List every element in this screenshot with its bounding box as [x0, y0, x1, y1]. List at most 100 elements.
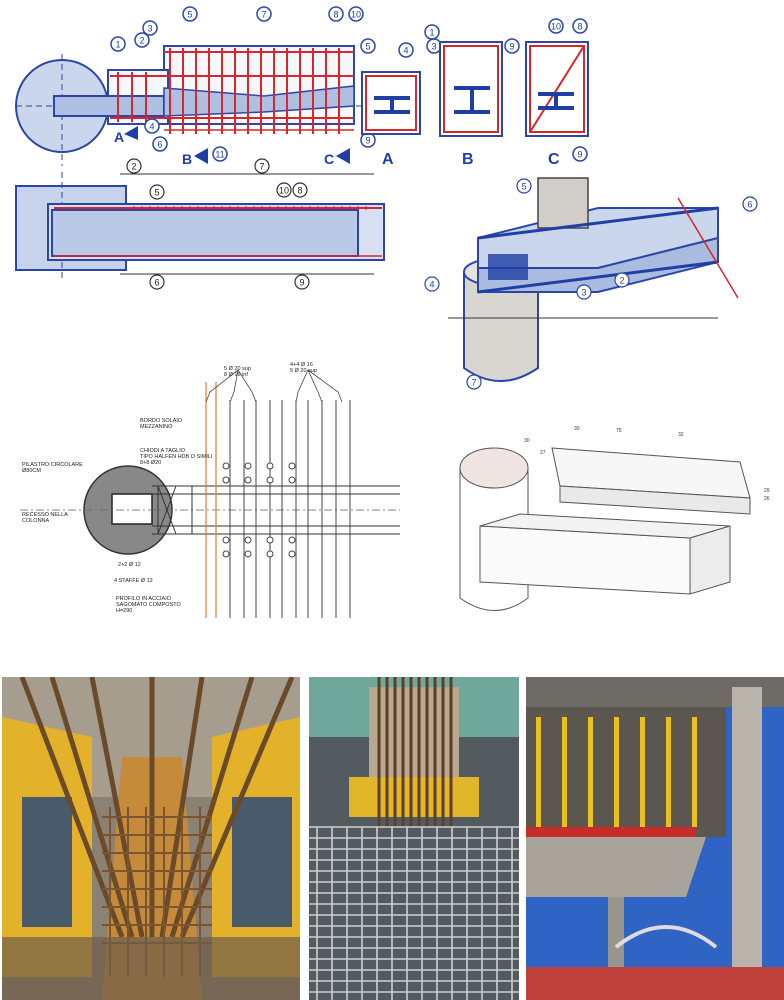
sketch-callout: 5 — [516, 178, 532, 194]
sketch-callout: 6 — [152, 136, 168, 152]
photo-rebar-cage — [2, 677, 300, 1000]
shear-stud — [244, 550, 252, 558]
rebar-dot — [308, 206, 312, 210]
svg-text:6: 6 — [154, 278, 159, 288]
sketch-callout: 6 — [149, 274, 165, 290]
section-label-c: C — [548, 151, 560, 168]
sketch-callout: 4 — [144, 118, 160, 134]
shear-stud — [266, 550, 274, 558]
rebar-dot — [140, 206, 144, 210]
dimension-label: 75 — [616, 428, 622, 434]
rebar-dot — [172, 206, 176, 210]
sketch-callout: 3 — [142, 20, 158, 36]
svg-text:8: 8 — [577, 22, 582, 32]
rebar-dot — [132, 206, 136, 210]
rebar-dot — [348, 206, 352, 210]
svg-text:4: 4 — [149, 122, 154, 132]
svg-text:8: 8 — [297, 186, 302, 196]
svg-text:7: 7 — [261, 10, 266, 20]
sketch-callout: 5 — [360, 38, 376, 54]
rebar-dot — [212, 206, 216, 210]
svg-text:6: 6 — [157, 140, 162, 150]
rebar-dot — [276, 206, 280, 210]
sketch-callout: 11 — [212, 146, 228, 162]
rebar-dot — [364, 206, 368, 210]
sketch-callout: 9 — [294, 274, 310, 290]
shear-stud — [244, 536, 252, 544]
rebar-dot — [284, 206, 288, 210]
sketch-callout: 5 — [182, 6, 198, 22]
sketch-callout: 8 — [572, 18, 588, 34]
svg-text:5: 5 — [521, 182, 526, 192]
rebar-dot — [148, 206, 152, 210]
svg-text:3: 3 — [581, 288, 586, 298]
sketch-callout: 7 — [254, 158, 270, 174]
dimension-label: 29 — [764, 488, 770, 494]
shear-stud — [288, 550, 296, 558]
sketch-callout: 10 — [548, 18, 564, 34]
svg-text:4: 4 — [429, 280, 434, 290]
svg-text:10: 10 — [551, 22, 561, 32]
rebar-dot — [300, 206, 304, 210]
rebar-dot — [252, 206, 256, 210]
shear-stud — [266, 476, 274, 484]
shear-stud — [288, 536, 296, 544]
sketch-callout: 5 — [149, 184, 165, 200]
rebar-dot — [324, 206, 328, 210]
rebar-dot — [332, 206, 336, 210]
sketch-callout: 2 — [614, 272, 630, 288]
shear-stud — [244, 476, 252, 484]
dimension-label: 26 — [764, 496, 770, 502]
svg-text:6: 6 — [747, 200, 752, 210]
rebar-dot — [196, 206, 200, 210]
rebar-dot — [260, 206, 264, 210]
svg-text:2: 2 — [139, 36, 144, 46]
svg-text:1: 1 — [429, 28, 434, 38]
svg-text:5: 5 — [154, 188, 159, 198]
sketch-callout: 7 — [256, 6, 272, 22]
sketch-callout: 1 — [424, 24, 440, 40]
dimension-label: 30 — [574, 426, 580, 432]
photo-rebar-mesh — [309, 677, 519, 1000]
section-a-drawing: A — [361, 71, 421, 168]
section-label-a: A — [382, 151, 394, 168]
dimension-label: 27 — [540, 450, 546, 456]
sketch-callout: 2 — [126, 158, 142, 174]
svg-text:9: 9 — [577, 150, 582, 160]
sketch-callout: 10 — [348, 6, 364, 22]
rebar-dot — [316, 206, 320, 210]
section-b-drawing: B — [439, 41, 503, 168]
sketch-callout: 9 — [360, 132, 376, 148]
rebar-dot — [356, 206, 360, 210]
dimension-label: 32 — [678, 432, 684, 438]
shear-stud — [266, 462, 274, 470]
svg-text:9: 9 — [299, 278, 304, 288]
section-c-drawing: C — [525, 41, 589, 168]
sketch-callout: 8 — [292, 182, 308, 198]
sketch-callout: 9 — [572, 146, 588, 162]
rebar-dot — [244, 206, 248, 210]
shear-stud — [266, 536, 274, 544]
cad-label-stirrups-b: 4 STAFFE Ø 12 — [114, 578, 153, 584]
svg-text:9: 9 — [509, 42, 514, 52]
photo-building-frame — [526, 677, 784, 1000]
svg-text:8: 8 — [333, 10, 338, 20]
shear-stud — [288, 462, 296, 470]
rebar-dot — [180, 206, 184, 210]
cad-label-stirrups-a: 2+2 Ø 12 — [118, 562, 141, 568]
svg-text:9: 9 — [365, 136, 370, 146]
sketch-callout: 9 — [504, 38, 520, 54]
